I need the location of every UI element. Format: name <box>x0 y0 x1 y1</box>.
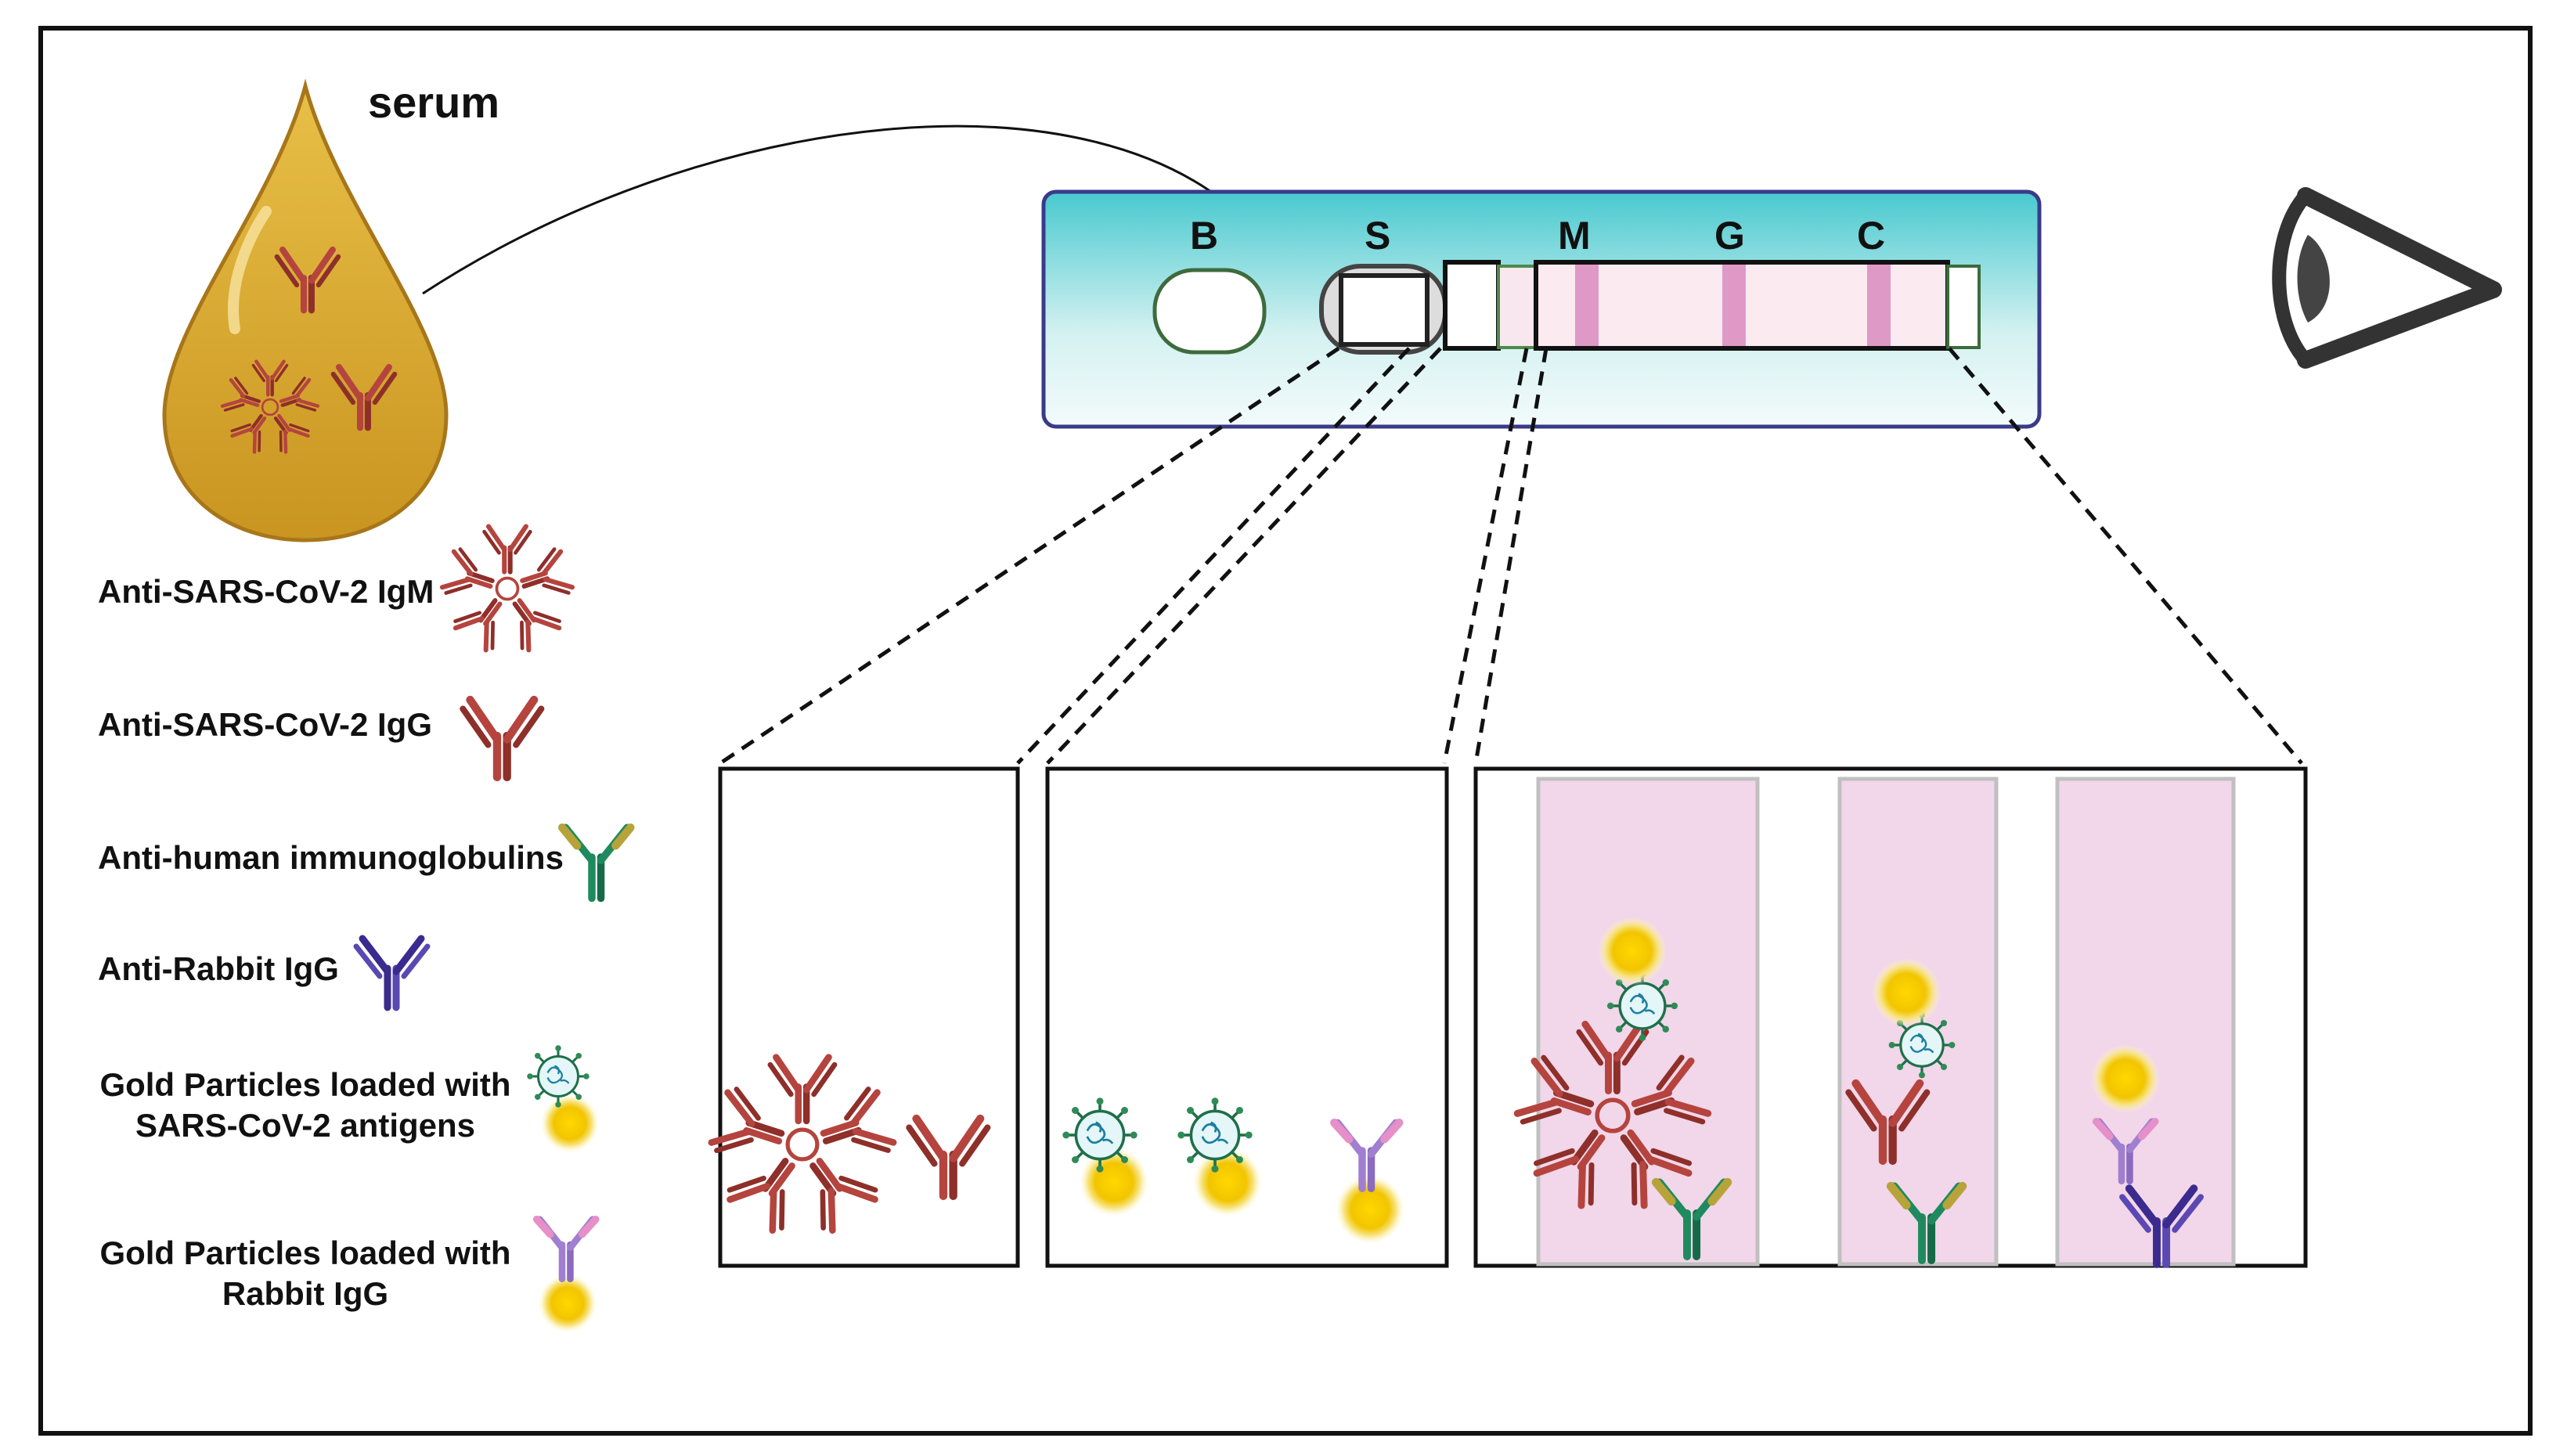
buffer-well <box>1152 268 1267 355</box>
eye-icon <box>2272 187 2502 369</box>
strip-label-s: S <box>1365 214 1390 258</box>
strip-label-b: B <box>1190 214 1218 258</box>
test-strip: B S M G C <box>1041 189 2042 429</box>
c-zone <box>2055 777 2236 1267</box>
m-line <box>1575 265 1599 346</box>
test-lines-panel <box>1473 766 2308 1267</box>
serum-drop <box>162 78 449 542</box>
gold-particle-icon <box>538 1274 597 1333</box>
serum-arrow <box>422 124 1260 295</box>
strip-label-m: M <box>1558 214 1591 258</box>
legend: Anti-SARS-CoV-2 IgM Anti-SARS-CoV-2 IgG … <box>98 527 630 1333</box>
sample-pad-panel <box>709 766 1020 1268</box>
legend-anti-human-label: Anti-human immunoglobulins <box>98 839 564 876</box>
conjugate-pad-panel <box>1045 766 1449 1268</box>
gold-particle-icon <box>1598 917 1667 986</box>
serum-label: serum <box>368 77 499 127</box>
legend-igm-label: Anti-SARS-CoV-2 IgM <box>98 573 434 610</box>
gold-particle-icon <box>540 1094 600 1153</box>
strip-label-c: C <box>1857 214 1885 258</box>
g-line <box>1722 265 1746 346</box>
virus-antigen-icon <box>1176 1096 1254 1174</box>
legend-gold-antigen-label-line1: Gold Particles loaded with <box>99 1066 510 1103</box>
gold-particle-icon <box>1872 958 1941 1027</box>
legend-anti-rabbit-label: Anti-Rabbit IgG <box>98 950 339 987</box>
c-line <box>1867 265 1891 346</box>
legend-igg-label: Anti-SARS-CoV-2 IgG <box>98 706 432 743</box>
zoom-lines <box>719 346 2303 766</box>
gold-virus-icon <box>525 1043 591 1109</box>
legend-gold-rabbit-label-line2: Rabbit IgG <box>222 1275 388 1312</box>
legend-gold-rabbit-label-line1: Gold Particles loaded with <box>99 1234 510 1271</box>
gold-particle-icon <box>1193 1148 1262 1216</box>
virus-antigen-icon <box>1061 1096 1139 1174</box>
gold-particle-icon <box>2091 1044 2160 1113</box>
strip-label-g: G <box>1714 214 1745 258</box>
legend-gold-antigen-label-line2: SARS-CoV-2 antigens <box>135 1107 475 1144</box>
